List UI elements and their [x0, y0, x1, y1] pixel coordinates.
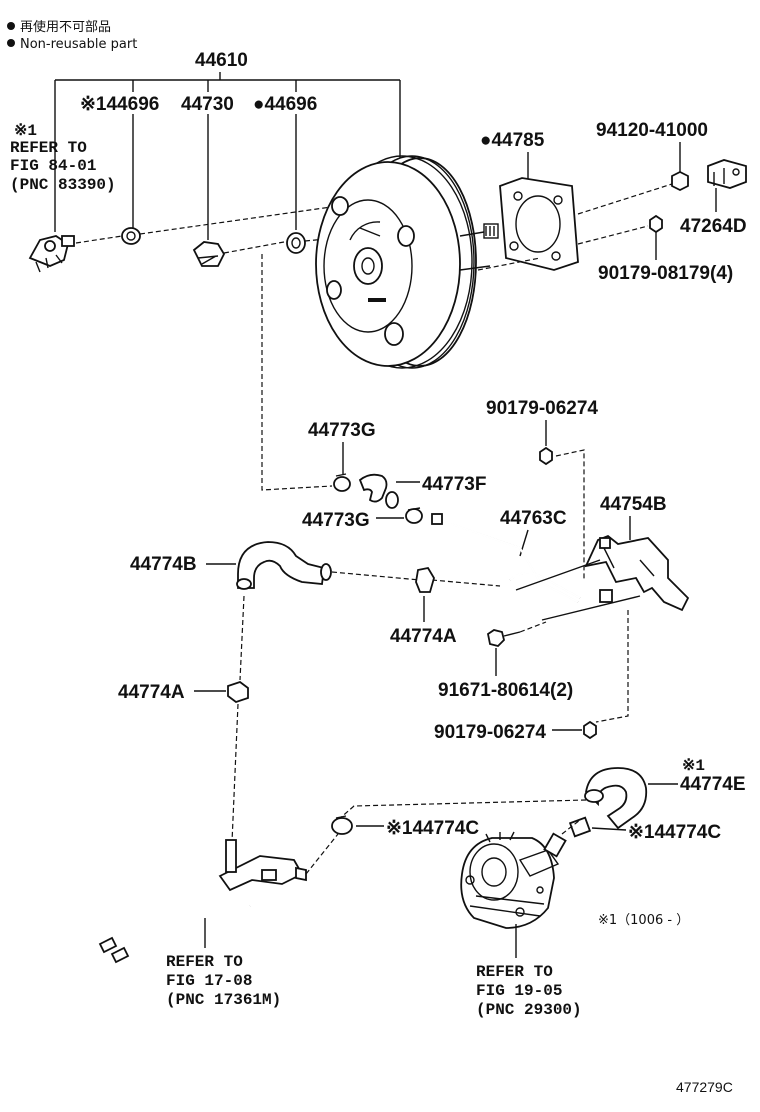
ref-mark: ※1 [14, 122, 37, 140]
label-44774b: 44774B [130, 554, 197, 575]
ref-line-3: (PNC 29300) [476, 1001, 582, 1019]
nut-90179-06274-lower [583, 720, 597, 740]
bracket-44754b [584, 534, 690, 612]
reference-fig-19-05: REFER TO FIG 19-05 (PNC 29300) [476, 963, 582, 1019]
applicability-note: ※1（1006 - ） [598, 913, 689, 928]
vacuum-pump-part [460, 831, 567, 929]
ref-line-2: FIG 84-01 [10, 157, 96, 175]
legend: 再使用不可部品 Non-reusable part [7, 19, 137, 52]
label-44773g-upper: 44773G [308, 420, 376, 441]
label-44785: ●44785 [480, 130, 545, 151]
label-47264d: 47264D [680, 216, 747, 237]
label-90179-06274-lower: 90179-06274 [434, 722, 546, 743]
check-valve-44730 [192, 241, 226, 267]
label-44773g-lower: 44773G [302, 510, 370, 531]
clamp-44773g-upper [333, 473, 351, 492]
label-44774a-upper: 44774A [390, 626, 457, 647]
label-94120-41000: 94120-41000 [596, 120, 708, 141]
label-44774e-mark: ※1 [682, 757, 705, 775]
label-44774a-lower: 44774A [118, 682, 185, 703]
label-44773f: 44773F [422, 474, 486, 495]
ref-line-1: REFER TO [166, 953, 243, 971]
label-44774c-right: ※144774C [628, 822, 721, 843]
ref-line-1: REFER TO [10, 139, 87, 157]
hose-44774e [584, 767, 648, 830]
clamp-44773g-lower [405, 507, 423, 524]
hose-44774b [236, 541, 332, 590]
label-91671-80614: 91671-80614(2) [438, 680, 573, 701]
nut-90179-08179 [649, 214, 663, 234]
label-44754b: 44754B [600, 494, 667, 515]
tube-44763c [431, 513, 581, 603]
ref-line-1: REFER TO [476, 963, 553, 981]
brake-booster-44610 [315, 155, 499, 369]
label-44610: 44610 [195, 50, 248, 71]
label-90179-06274-upper: 90179-06274 [486, 398, 598, 419]
label-44696-b: ●44696 [253, 94, 317, 115]
nut-94120-41000 [671, 170, 689, 192]
hose-44773f [358, 473, 399, 509]
ref-line-3: (PNC 83390) [10, 176, 116, 194]
clamp-44774c-center [331, 815, 353, 835]
clip-44774a-lower [227, 680, 249, 704]
assembly-bracket-44610: 44610 [54, 50, 401, 232]
bullet-icon [7, 39, 15, 47]
gasket-44785 [499, 177, 579, 271]
clamp-44774c-right [568, 816, 592, 838]
illustration-code: 477279C [676, 1079, 733, 1095]
bolt-91671-80614 [486, 629, 521, 647]
ref-line-2: FIG 17-08 [166, 972, 252, 990]
label-44763c: 44763C [500, 508, 567, 529]
label-44696-a: ※144696 [80, 94, 159, 115]
label-44774e: 44774E [680, 774, 746, 795]
legend-jp: 再使用不可部品 [20, 19, 111, 35]
reference-fig-17-08: REFER TO FIG 17-08 (PNC 17361M) [166, 953, 281, 1009]
clevis-47264d [707, 159, 747, 189]
nut-90179-06274-upper [539, 446, 553, 466]
clip-44774a-upper [415, 566, 435, 593]
legend-en: Non-reusable part [20, 37, 137, 52]
reference-fig-84-01: ※1 REFER TO FIG 84-01 (PNC 83390) [10, 122, 116, 194]
grommet-44696-b [286, 232, 306, 254]
vacuum-hose-assembly-part [98, 839, 307, 964]
ref-line-2: FIG 19-05 [476, 982, 562, 1000]
grommet-44696-a [121, 227, 141, 245]
ref-line-3: (PNC 17361M) [166, 991, 281, 1009]
label-44774c-center: ※144774C [386, 818, 479, 839]
bullet-icon [7, 22, 15, 30]
vacuum-sensor-part [28, 235, 75, 273]
label-90179-08179: 90179-08179(4) [598, 263, 733, 284]
label-44730: 44730 [181, 94, 234, 115]
